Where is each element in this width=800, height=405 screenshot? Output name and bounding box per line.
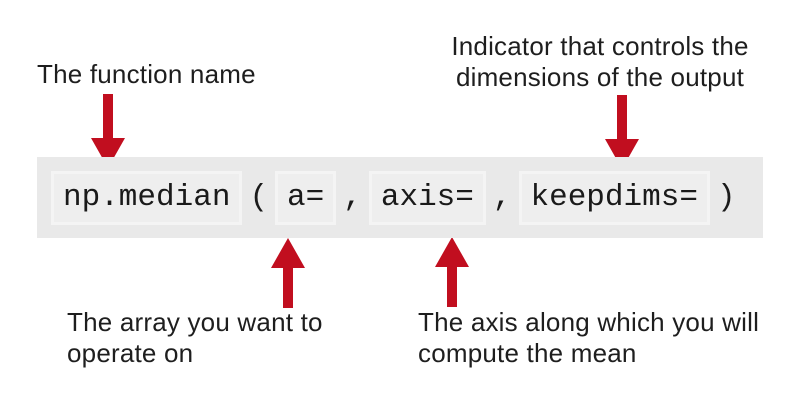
open-paren: ( bbox=[249, 179, 269, 215]
arg-a-box: a= bbox=[275, 170, 337, 225]
red-arrow-up-axis-icon bbox=[435, 237, 469, 307]
arg-axis-box: axis= bbox=[368, 170, 486, 225]
red-arrow-down-function-icon bbox=[91, 94, 125, 168]
function-name-box: np.median bbox=[51, 170, 243, 225]
arg-keepdims-box: keepdims= bbox=[518, 170, 710, 225]
keepdims-callout: Indicator that controls the dimensions o… bbox=[451, 31, 749, 92]
array-arg-callout: The array you want to operate on bbox=[67, 307, 323, 368]
comma-separator-1: , bbox=[343, 179, 362, 215]
red-arrow-down-keepdims-icon bbox=[605, 95, 639, 169]
close-paren: ) bbox=[716, 179, 736, 215]
comma-separator-2: , bbox=[492, 179, 512, 215]
axis-arg-callout: The axis along which you will compute th… bbox=[418, 307, 760, 368]
function-name-callout: The function name bbox=[37, 59, 256, 89]
code-signature-bar: np.median ( a= , axis= , keepdims= ) bbox=[37, 157, 763, 238]
red-arrow-up-array-icon bbox=[271, 238, 305, 308]
